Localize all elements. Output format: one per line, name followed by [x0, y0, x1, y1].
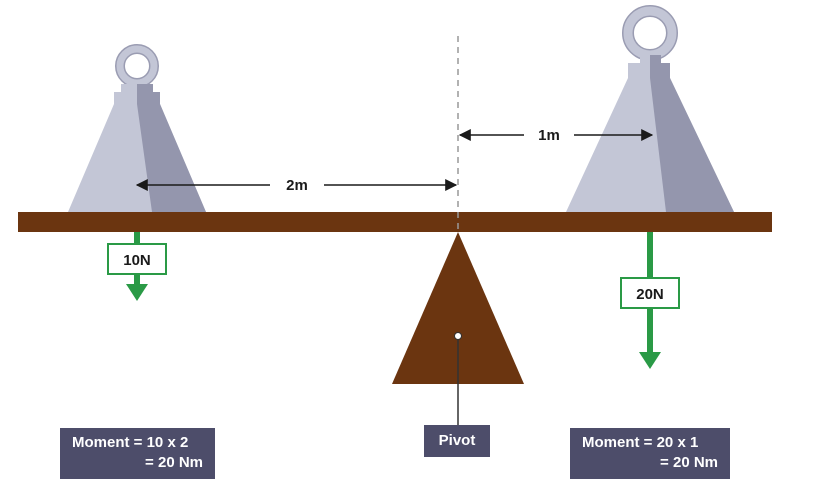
moment-right-line1: Moment = 20 x 1: [582, 434, 699, 451]
moment-left-line2: = 20 Nm: [145, 454, 203, 471]
distance-right: 1m: [458, 127, 654, 144]
force-left: 10N: [107, 232, 167, 301]
beam: [18, 212, 772, 232]
moment-left-line1: Moment = 10 x 2: [72, 434, 189, 451]
moment-right-line2: = 20 Nm: [660, 454, 718, 471]
pivot-triangle-icon: [392, 232, 524, 384]
force-right-arrowhead-icon: [639, 352, 661, 369]
force-right-label: 20N: [636, 286, 664, 303]
moment-right-box: Moment = 20 x 1 = 20 Nm: [570, 428, 730, 479]
distance-left: 2m: [135, 177, 458, 194]
force-right-box: [620, 277, 680, 309]
pivot-label-box: Pivot: [424, 425, 490, 457]
force-right: 20N: [620, 232, 680, 369]
distance-right-label: 1m: [538, 127, 560, 144]
force-left-arrowhead-icon: [126, 284, 148, 301]
pivot-point: [454, 332, 462, 340]
moment-left-box: Moment = 10 x 2 = 20 Nm: [60, 428, 215, 479]
force-left-box: [107, 243, 167, 275]
right-weight: [566, 5, 734, 212]
force-left-label: 10N: [123, 252, 151, 269]
distance-left-label: 2m: [286, 177, 308, 194]
left-weight: [68, 44, 206, 212]
pivot-label: Pivot: [438, 432, 476, 449]
